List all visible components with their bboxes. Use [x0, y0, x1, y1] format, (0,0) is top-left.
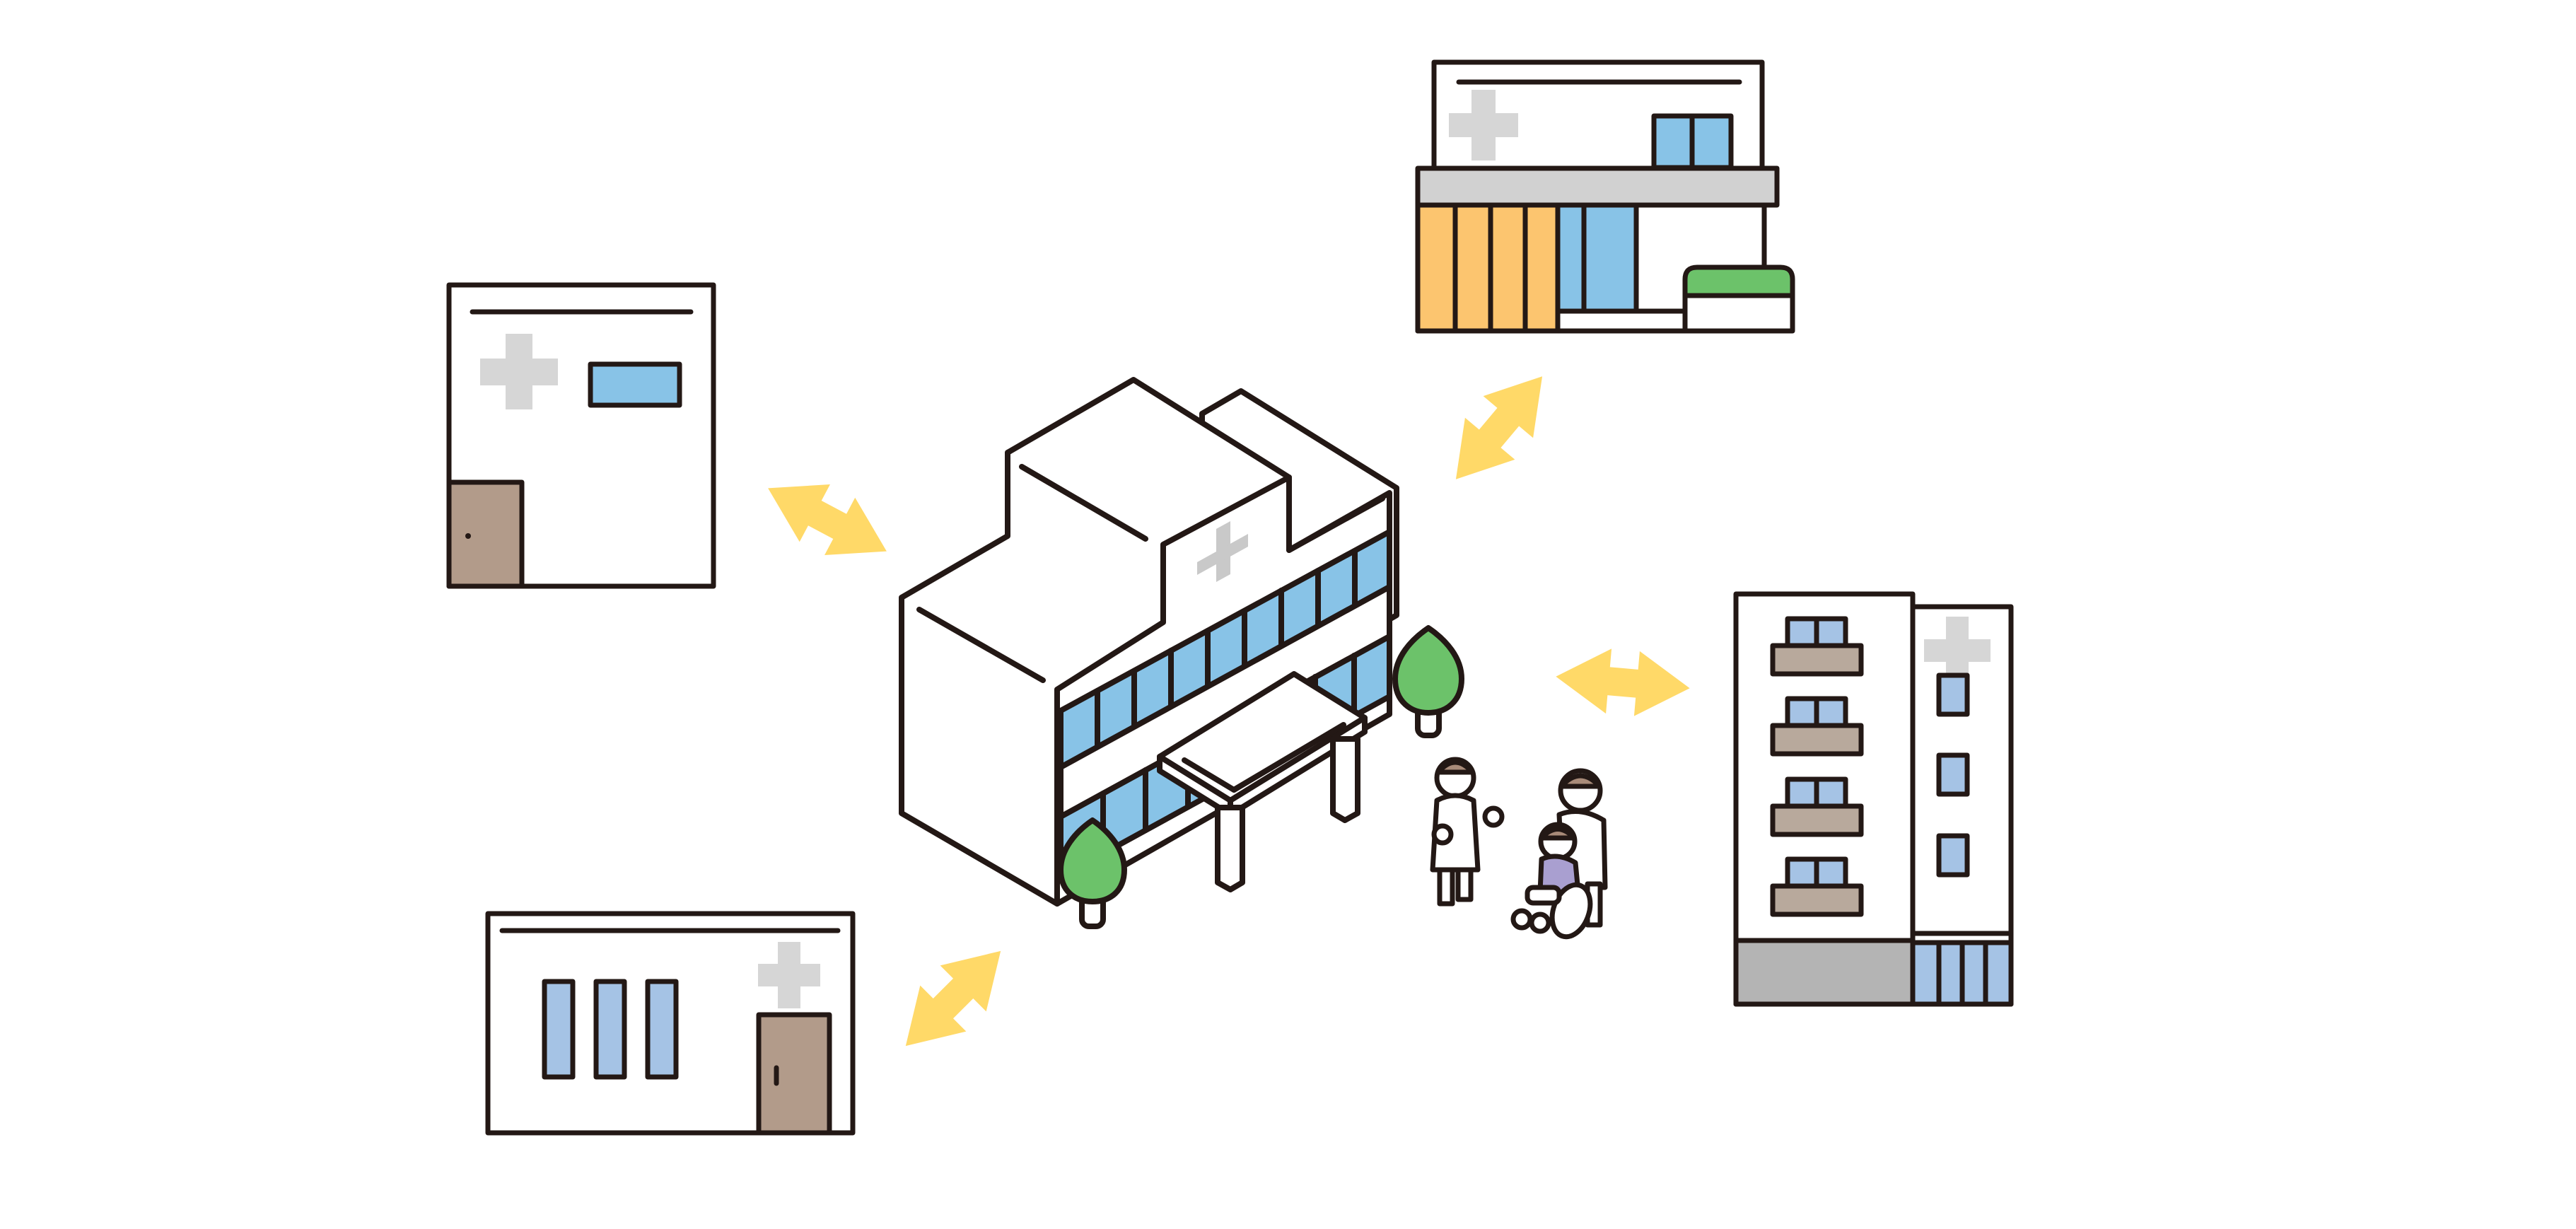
balcony	[1770, 616, 1864, 677]
medical-cross-icon	[480, 334, 558, 409]
balcony	[1770, 696, 1864, 757]
apartment-clinic-icon	[1733, 591, 2014, 1007]
medical-cross-icon	[758, 942, 820, 1008]
wide-clinic-icon	[485, 911, 856, 1136]
small-clinic-icon	[446, 282, 716, 589]
nurse-icon	[1430, 757, 1505, 907]
wheelchair-patient-icon	[1510, 822, 1593, 940]
medical-cross-icon	[1197, 521, 1248, 582]
balcony	[1770, 776, 1864, 837]
tree-icon	[1058, 817, 1127, 929]
window-mullions-upper	[1095, 548, 1358, 750]
central-hospital-icon	[899, 377, 1399, 907]
storefront-clinic-icon	[1415, 59, 1795, 334]
balcony	[1770, 856, 1864, 917]
tree-icon	[1392, 625, 1464, 738]
medical-cross-icon	[1449, 90, 1518, 161]
